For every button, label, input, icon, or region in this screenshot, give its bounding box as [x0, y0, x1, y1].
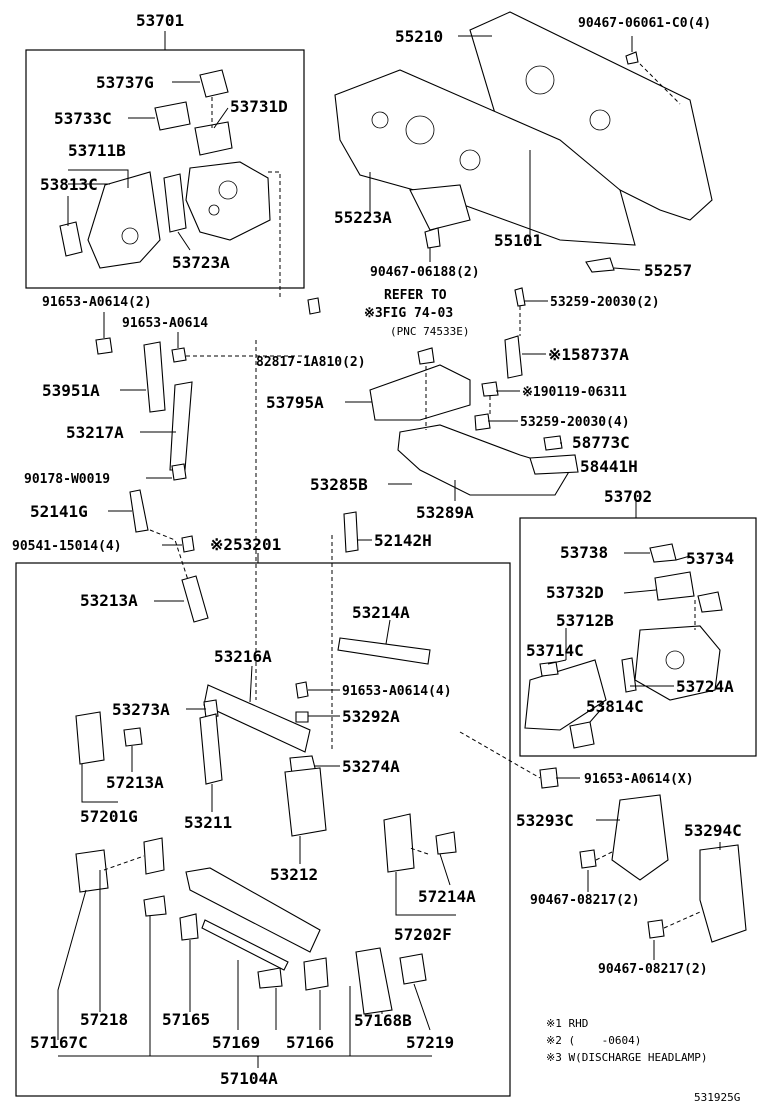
- label-53951A: 53951A: [42, 381, 100, 400]
- label-58737A: ※158737A: [548, 345, 629, 364]
- label-57219: 57219: [406, 1033, 454, 1052]
- label-58441H: 58441H: [580, 457, 638, 476]
- label-91653-a0614-4: 91653-A0614(4): [342, 684, 452, 699]
- label-53213A: 53213A: [80, 591, 138, 610]
- label-55101: 55101: [494, 231, 542, 250]
- label-55223A: 55223A: [334, 208, 392, 227]
- label-91653-a0614-x: 91653-A0614(X): [584, 772, 694, 787]
- label-57213A: 57213A: [106, 773, 164, 792]
- label-53711B: 53711B: [68, 141, 126, 160]
- leaders-53702: [547, 500, 696, 723]
- label-53214A: 53214A: [352, 603, 410, 622]
- figure-number: 531925G: [694, 1091, 740, 1104]
- label-53814C: 53814C: [586, 697, 644, 716]
- label-53714C: 53714C: [526, 641, 584, 660]
- note-rhd: ※1 RHD: [546, 1017, 588, 1030]
- label-57168B: 57168B: [354, 1011, 412, 1030]
- label-53701: 53701: [136, 11, 184, 30]
- note-discharge-headlamp: ※3 W(DISCHARGE HEADLAMP): [546, 1051, 708, 1064]
- label-52142H: 52142H: [374, 531, 432, 550]
- label-53274A: 53274A: [342, 757, 400, 776]
- label-57218: 57218: [80, 1010, 128, 1029]
- leaders-lower-right: [556, 777, 721, 960]
- label-53712B: 53712B: [556, 611, 614, 630]
- label-90541-15014: 90541-15014(4): [12, 539, 122, 554]
- label-53292A: 53292A: [342, 707, 400, 726]
- label-53734: 53734: [686, 549, 734, 568]
- label-57166: 57166: [286, 1033, 334, 1052]
- group-frame-53201: [15, 562, 511, 1097]
- label-57104A: 57104A: [220, 1069, 278, 1088]
- label-90467-08217-b: 90467-08217(2): [598, 962, 708, 977]
- label-53217A: 53217A: [66, 423, 124, 442]
- part-shapes-53701: [59, 69, 271, 269]
- label-53259-20030-4: 53259-20030(4): [520, 415, 630, 430]
- label-57202F: 57202F: [394, 925, 452, 944]
- label-90119-06311: ※190119-06311: [522, 385, 627, 400]
- label-53289A: 53289A: [416, 503, 474, 522]
- note-date-range: ※2 ( -0604): [546, 1034, 641, 1047]
- label-57214A: 57214A: [418, 887, 476, 906]
- label-55210: 55210: [395, 27, 443, 46]
- part-shapes-cowl: [369, 287, 579, 496]
- label-90178-w0019: 90178-W0019: [24, 472, 110, 487]
- label-91653-a0614: 91653-A0614: [122, 316, 208, 331]
- label-53293C: 53293C: [516, 811, 574, 830]
- label-82817-1a810: 82817-1A810(2): [256, 355, 366, 370]
- leaders-left-support: [103, 312, 372, 750]
- label-53732D: 53732D: [546, 583, 604, 602]
- label-53731D: 53731D: [230, 97, 288, 116]
- label-53737G: 53737G: [96, 73, 154, 92]
- label-53738: 53738: [560, 543, 608, 562]
- label-58773C: 58773C: [572, 433, 630, 452]
- label-90467-08217-a: 90467-08217(2): [530, 893, 640, 908]
- part-shapes-53201: [75, 575, 457, 1015]
- leaders-53201: [57, 600, 541, 1068]
- label-53724A: 53724A: [676, 677, 734, 696]
- label-57169: 57169: [212, 1033, 260, 1052]
- label-53211: 53211: [184, 813, 232, 832]
- label-57165: 57165: [162, 1010, 210, 1029]
- leaders-cowl: [345, 300, 562, 501]
- label-57167C: 57167C: [30, 1033, 88, 1052]
- label-53201: ※253201: [210, 535, 281, 554]
- label-57201G: 57201G: [80, 807, 138, 826]
- label-53216A: 53216A: [214, 647, 272, 666]
- label-91653-a0614-2: 91653-A0614(2): [42, 295, 152, 310]
- leaders-53701: [67, 31, 281, 300]
- part-labels: 53701 53737G 53733C 53731D 53711B 53813C…: [12, 11, 742, 1088]
- label-53273A: 53273A: [112, 700, 170, 719]
- label-90467-06061-c0: 90467-06061-C0(4): [578, 16, 711, 31]
- label-refer-to: REFER TO: [384, 288, 447, 303]
- footnotes: ※1 RHD ※2 ( -0604) ※3 W(DISCHARGE HEADLA…: [546, 1017, 740, 1104]
- label-refer-pnc: (PNC 74533E): [390, 325, 469, 338]
- label-53259-20030-2: 53259-20030(2): [550, 295, 660, 310]
- part-shapes-dash-panel: [334, 11, 713, 273]
- label-53285B: 53285B: [310, 475, 368, 494]
- label-53723A: 53723A: [172, 253, 230, 272]
- label-52141G: 52141G: [30, 502, 88, 521]
- label-53212: 53212: [270, 865, 318, 884]
- label-53795A: 53795A: [266, 393, 324, 412]
- part-shapes-left-support: [95, 297, 359, 553]
- label-53733C: 53733C: [54, 109, 112, 128]
- part-shapes-53702: [524, 543, 723, 749]
- group-frame-53702: [519, 517, 757, 757]
- label-refer-fig: ※3FIG 74-03: [364, 306, 453, 321]
- part-shapes-lower-right: [539, 767, 747, 943]
- label-53813C: 53813C: [40, 175, 98, 194]
- label-90467-06188: 90467-06188(2): [370, 265, 480, 280]
- leaders-dash-panel: [369, 35, 681, 271]
- label-53294C: 53294C: [684, 821, 742, 840]
- label-55257: 55257: [644, 261, 692, 280]
- label-53702: 53702: [604, 487, 652, 506]
